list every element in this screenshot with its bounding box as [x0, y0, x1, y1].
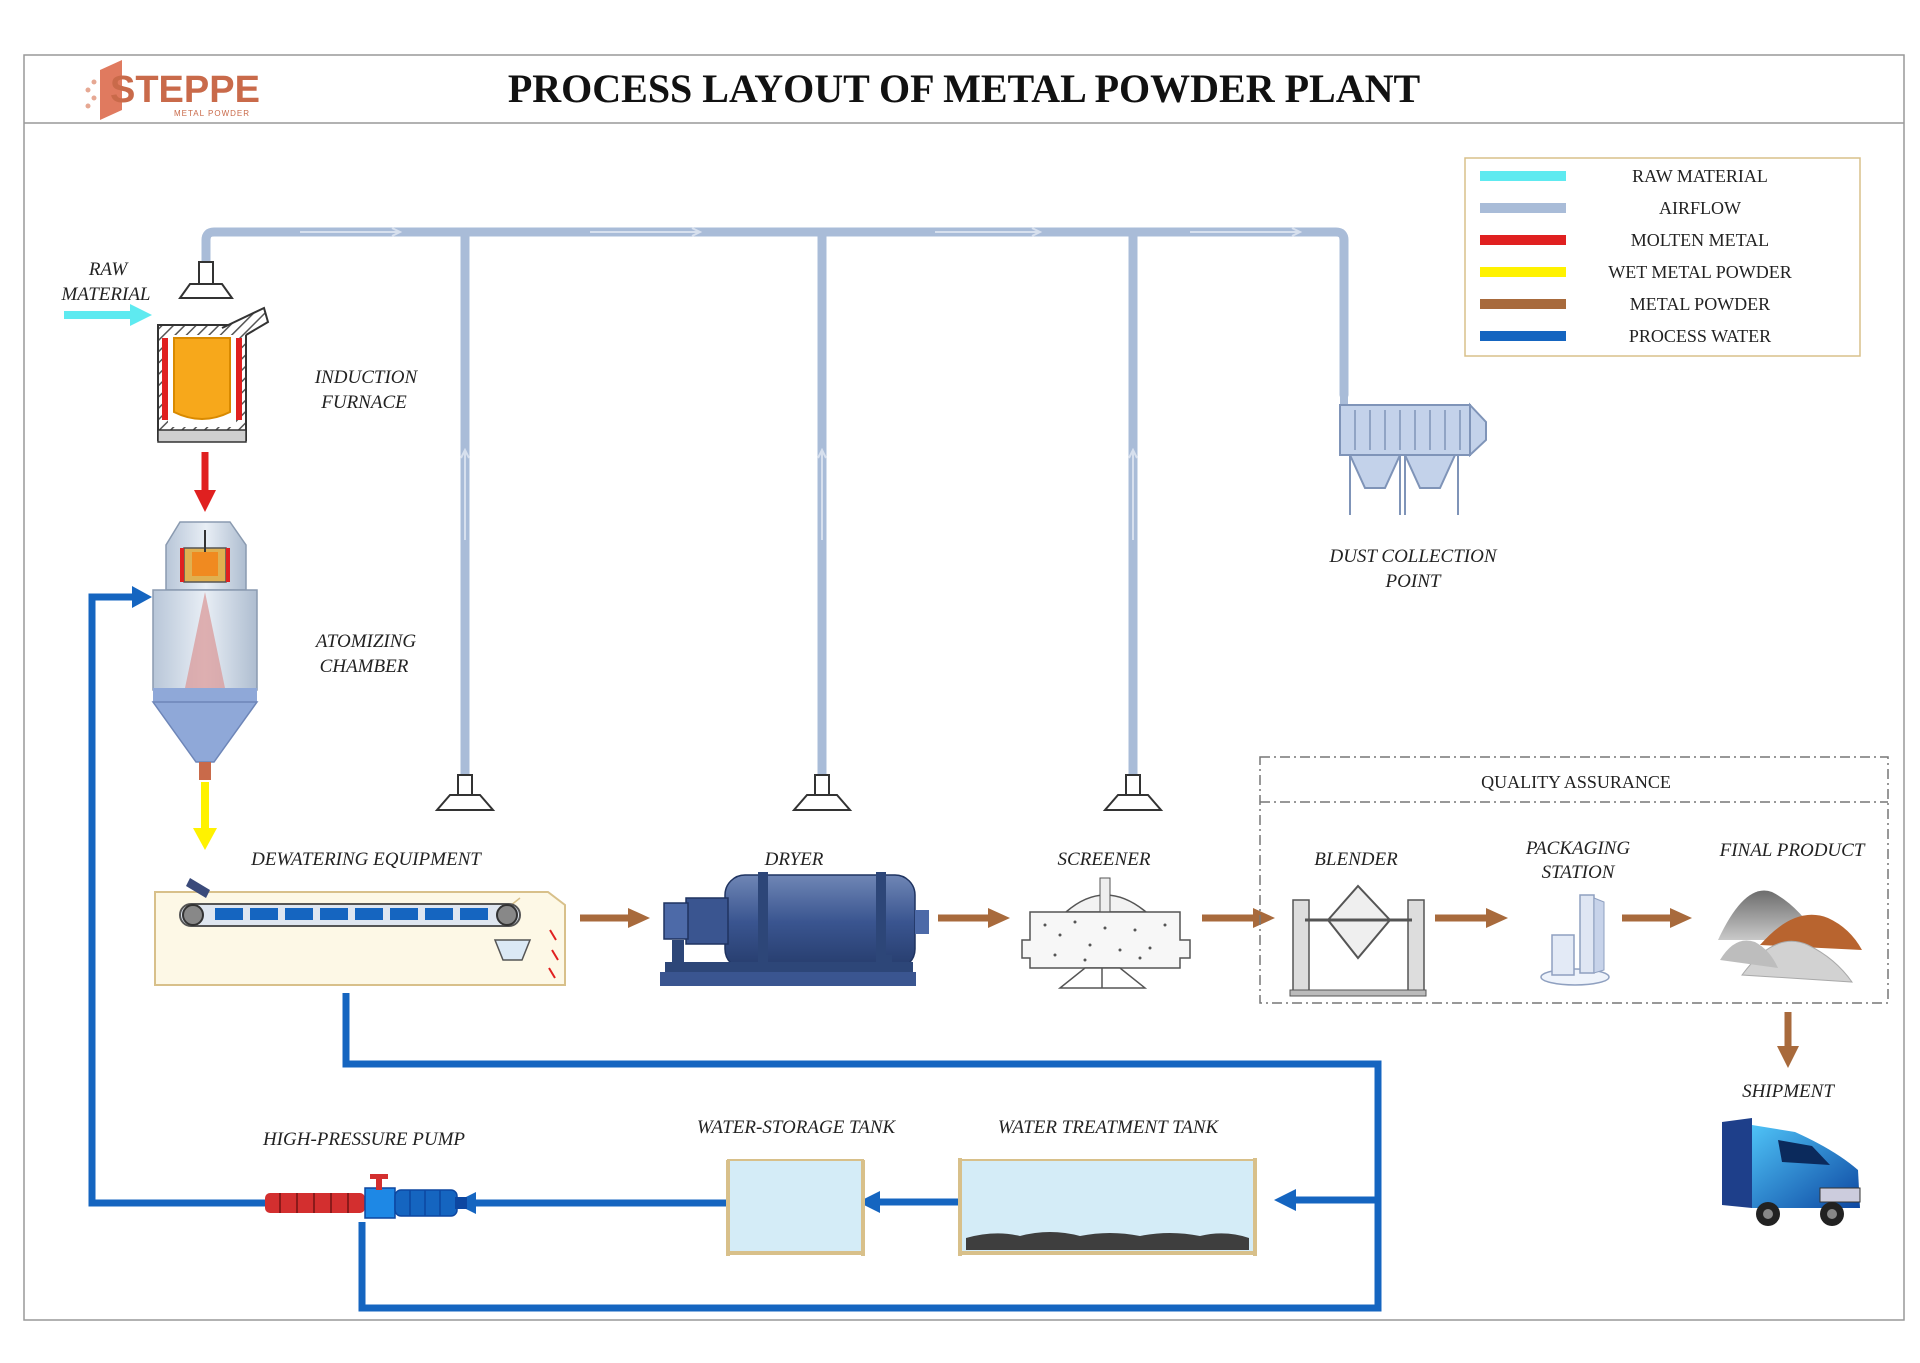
airflow-direction-marks: [300, 227, 1303, 540]
logo-text: STEPPE: [110, 69, 260, 111]
induction-furnace-icon: [157, 306, 270, 443]
water-treatment-label: WATER TREATMENT TANK: [998, 1117, 1220, 1138]
raw-material-label-line1: RAW: [88, 259, 130, 280]
outer-frame: [23, 54, 1905, 1321]
legend-label: WET METAL POWDER: [1608, 262, 1792, 282]
legend-label: AIRFLOW: [1659, 198, 1741, 218]
blender-label: BLENDER: [1314, 849, 1398, 870]
atomizing-chamber-icon: [151, 521, 259, 780]
legend-box: [1464, 157, 1861, 357]
raw-material-arrow: [64, 304, 152, 326]
dust-collection-label-line1: DUST COLLECTION: [1328, 546, 1497, 567]
screener-icon: [1021, 877, 1191, 989]
airflow-main-duct: [201, 227, 1349, 400]
metal-powder-arrow: [938, 908, 1010, 928]
legend-swatch: [1480, 235, 1566, 245]
screener-label: SCREENER: [1058, 849, 1151, 870]
dewatering-equipment-icon: [154, 878, 566, 986]
logo-mark-icon: [85, 60, 122, 120]
metal-powder-arrow: [580, 908, 650, 928]
airflow-duct-system: [201, 227, 1349, 780]
hood-icon: [791, 774, 853, 811]
powder-piles-icon: [1718, 890, 1862, 983]
legend-swatch: [1480, 267, 1566, 277]
high-pressure-pump-label: HIGH-PRESSURE PUMP: [262, 1129, 465, 1150]
final-product-label: FINAL PRODUCT: [1719, 840, 1866, 861]
shipment-label: SHIPMENT: [1742, 1081, 1835, 1102]
metal-powder-arrow: [1435, 908, 1508, 928]
packaging-station-icon: [1540, 894, 1610, 986]
water-storage-label: WATER-STORAGE TANK: [697, 1117, 897, 1138]
high-pressure-pump-icon: [265, 1174, 467, 1219]
packaging-label-line1: PACKAGING: [1525, 838, 1630, 859]
page-title: PROCESS LAYOUT OF METAL POWDER PLANT: [508, 66, 1421, 111]
legend-swatch: [1480, 299, 1566, 309]
legend-label: PROCESS WATER: [1629, 326, 1771, 346]
blender-icon: [1289, 884, 1427, 997]
dust-collector-icon: [1339, 392, 1487, 515]
quality-assurance-section: QUALITY ASSURANCE: [1259, 756, 1889, 1004]
dryer-icon: [660, 872, 929, 986]
water-pump-to-chamber: [88, 593, 265, 1207]
legend-label: METAL POWDER: [1630, 294, 1770, 314]
legend: RAW MATERIAL AIRFLOW MOLTEN METAL WET METAL…: [1464, 157, 1861, 357]
legend-swatch: [1480, 171, 1566, 181]
dust-collection-label-line2: POINT: [1385, 571, 1442, 592]
quality-assurance-label: QUALITY ASSURANCE: [1481, 772, 1671, 792]
metal-powder-arrow: [1622, 908, 1692, 928]
raw-material-label-line2: MATERIAL: [60, 284, 150, 305]
legend-label: RAW MATERIAL: [1632, 166, 1768, 186]
water-storage-tank-icon: [726, 1159, 865, 1256]
water-return-loop: [342, 993, 1382, 1312]
truck-icon: [1722, 1118, 1861, 1226]
dewatering-label: DEWATERING EQUIPMENT: [250, 849, 482, 870]
atomizing-chamber-label-line1: ATOMIZING: [314, 631, 417, 652]
induction-furnace-label-line2: FURNACE: [320, 392, 407, 413]
hood-icon: [178, 261, 234, 299]
legend-label: MOLTEN METAL: [1631, 230, 1769, 250]
molten-metal-arrow: [194, 452, 216, 512]
water-treatment-tank-icon: [958, 1158, 1257, 1256]
wet-powder-arrow: [193, 782, 217, 850]
metal-powder-arrow: [1777, 1012, 1799, 1068]
metal-powder-arrow: [1202, 908, 1275, 928]
legend-swatch: [1480, 331, 1566, 341]
dryer-label: DRYER: [764, 849, 824, 870]
packaging-label-line2: STATION: [1542, 862, 1616, 883]
atomizing-chamber-label-line2: CHAMBER: [320, 656, 409, 677]
hood-icon: [434, 774, 496, 811]
steppe-logo: STEPPE METAL POWDER: [85, 60, 260, 120]
process-water-lines: [88, 593, 1382, 1312]
hood-icon: [1102, 774, 1164, 811]
logo-subtext: METAL POWDER: [174, 109, 250, 118]
legend-swatch: [1480, 203, 1566, 213]
induction-furnace-label-line1: INDUCTION: [314, 367, 419, 388]
